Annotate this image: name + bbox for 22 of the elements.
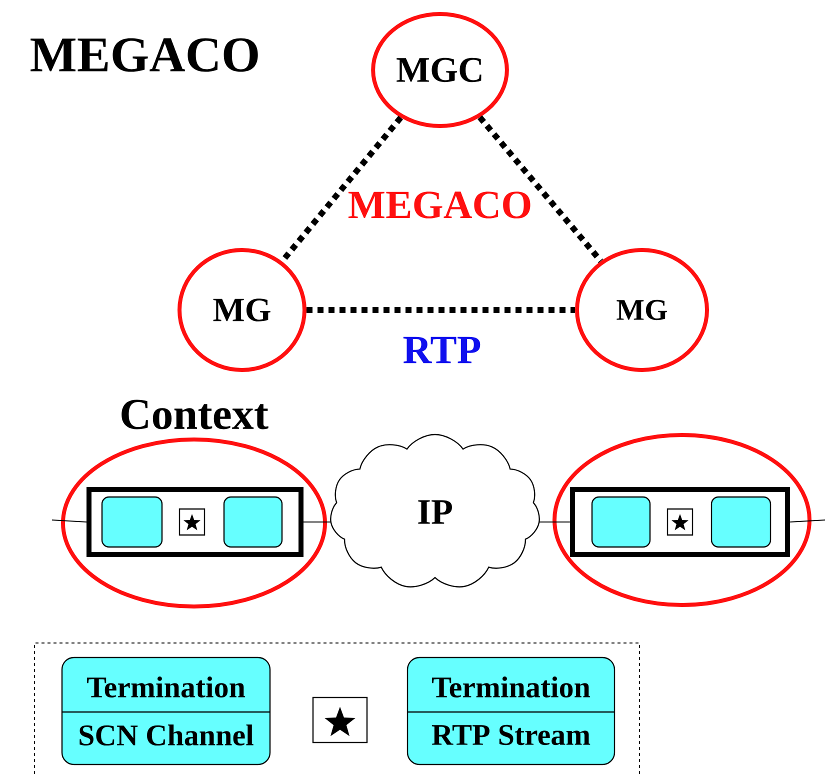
connector-line — [306, 307, 575, 313]
context-label: Context — [122, 400, 268, 430]
termination-box — [591, 496, 651, 548]
termination-box — [710, 496, 772, 548]
connector-line — [52, 520, 87, 522]
star-box — [312, 696, 368, 744]
termination-box — [101, 496, 163, 548]
edge-label: RTP — [402, 336, 482, 364]
title: MEGACO — [30, 38, 258, 72]
star-box — [178, 508, 206, 536]
star-box — [666, 508, 694, 536]
termination-box — [223, 496, 283, 548]
context-ellipse — [552, 433, 812, 607]
termination-box: Termination SCN Channel — [61, 656, 271, 766]
termination-box: Termination RTP Stream — [406, 656, 616, 766]
context-box — [86, 487, 304, 557]
protocol-label: MEGACO — [348, 192, 530, 218]
connector-line — [478, 115, 604, 264]
context-box — [570, 487, 790, 557]
ip-cloud: IP — [330, 434, 540, 588]
legend-box — [34, 642, 640, 774]
connector-line — [790, 520, 826, 522]
